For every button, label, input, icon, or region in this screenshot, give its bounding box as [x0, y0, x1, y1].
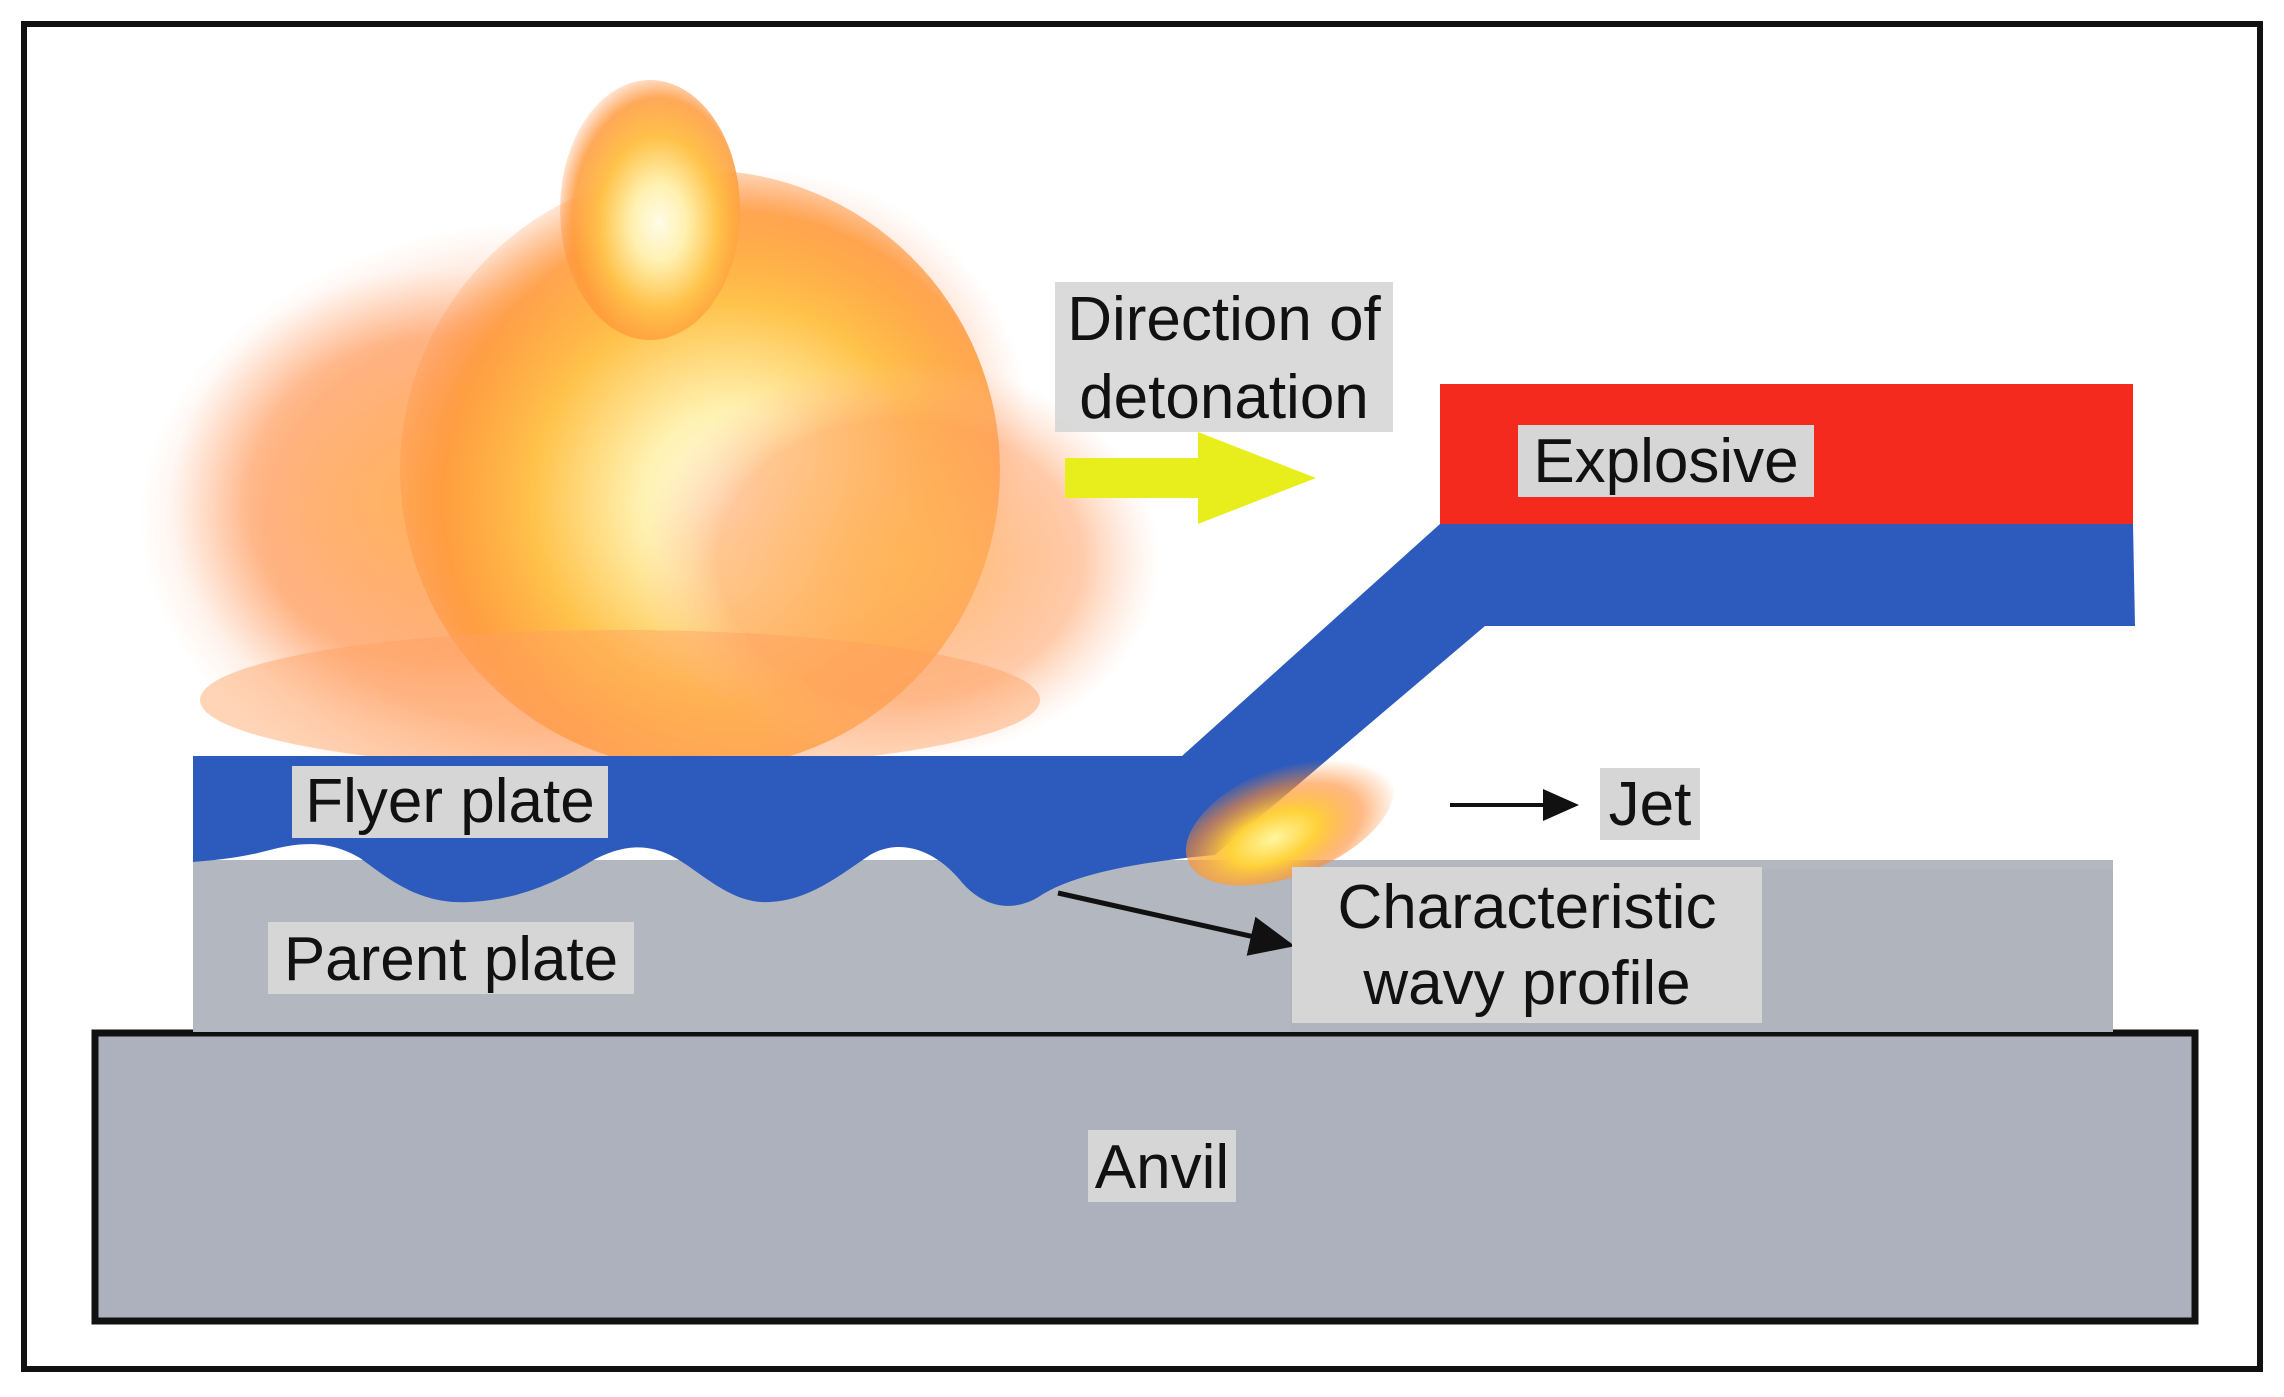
- explosion-fireball: [140, 80, 1160, 820]
- wavy-profile-label-line1: Characteristic: [1338, 873, 1717, 942]
- wavy-profile-label-line2: wavy profile: [1362, 949, 1690, 1018]
- wavy-profile-arrow-icon: [1057, 890, 1295, 956]
- jet-label: Jet: [1609, 770, 1692, 839]
- anvil-label-bg: [1088, 1130, 1236, 1202]
- direction-label-line2: detonation: [1079, 363, 1369, 432]
- flyer-label-bg: [292, 766, 608, 838]
- detonation-arrow-icon: [1065, 432, 1316, 524]
- jet-label-bg: [1600, 768, 1700, 840]
- wavy-label-bg: [1292, 867, 1762, 1023]
- flyer-plate: [193, 524, 2135, 906]
- direction-label-bg: [1055, 282, 1393, 432]
- parent-plate-label: Parent plate: [284, 925, 618, 994]
- explosive-label: Explosive: [1533, 427, 1798, 496]
- parent-label-bg: [268, 922, 634, 994]
- jet-glow: [1185, 754, 1395, 886]
- direction-label-line1: Direction of: [1067, 285, 1381, 354]
- anvil-label: Anvil: [1095, 1133, 1229, 1202]
- explosive-label-bg: [1518, 425, 1814, 497]
- flyer-plate-label: Flyer plate: [305, 767, 594, 836]
